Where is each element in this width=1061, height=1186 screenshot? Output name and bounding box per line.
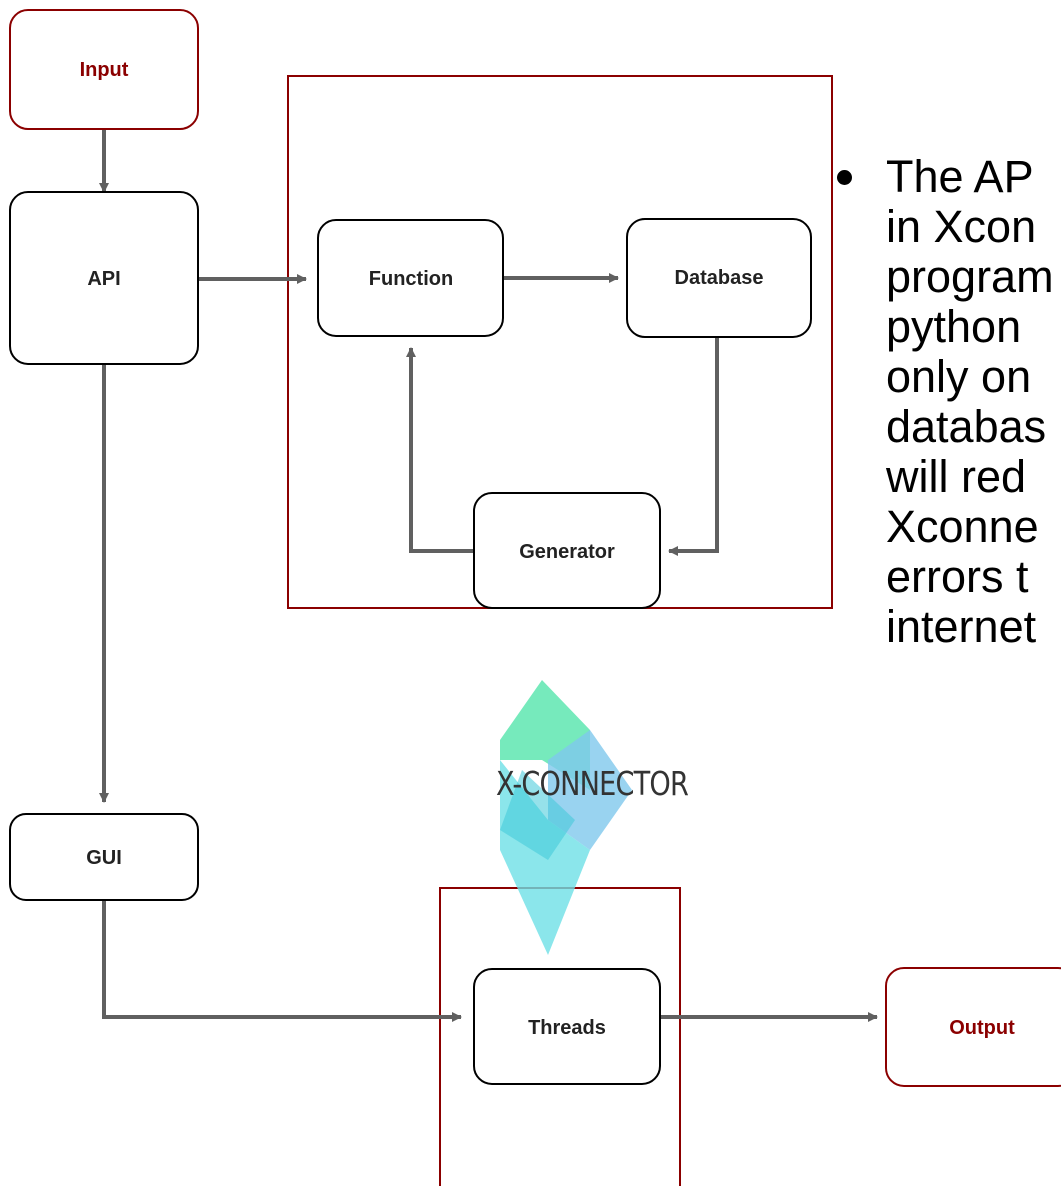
- node-generator[interactable]: Generator: [473, 492, 661, 609]
- node-input[interactable]: Input: [9, 9, 199, 130]
- node-threads-label: Threads: [528, 1017, 606, 1039]
- node-api-label: API: [87, 268, 120, 290]
- x-connector-logo: X-CONNECTOR: [496, 680, 689, 955]
- arrow-generator-to-function: [406, 347, 474, 553]
- logo-wordmark: X-CONNECTOR: [496, 764, 688, 803]
- bullet-dot: [837, 170, 852, 185]
- node-threads[interactable]: Threads: [473, 968, 661, 1085]
- node-api[interactable]: API: [9, 191, 199, 365]
- node-database-label: Database: [675, 267, 764, 289]
- node-output[interactable]: Output: [885, 967, 1061, 1087]
- node-database[interactable]: Database: [626, 218, 812, 338]
- node-gui-label: GUI: [86, 847, 122, 869]
- arrow-database-to-generator: [668, 337, 719, 556]
- node-input-label: Input: [80, 59, 129, 81]
- connectors: [99, 129, 878, 1022]
- arrow-gui-to-threads: [102, 900, 462, 1022]
- node-output-label: Output: [949, 1017, 1015, 1039]
- node-function-label: Function: [369, 268, 453, 290]
- node-gui[interactable]: GUI: [9, 813, 199, 901]
- bullet-text: The AP in Xcon program python only on da…: [886, 151, 1054, 652]
- node-function[interactable]: Function: [317, 219, 504, 337]
- node-generator-label: Generator: [519, 541, 615, 563]
